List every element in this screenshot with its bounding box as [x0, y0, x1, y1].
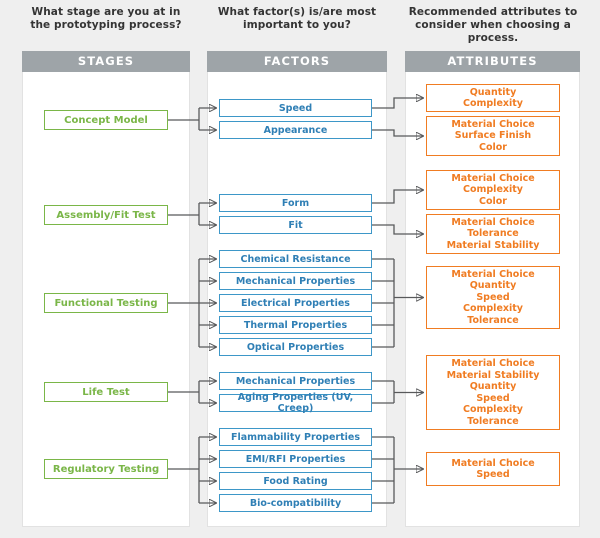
stage-box-4[interactable]: Regulatory Testing [44, 459, 168, 479]
stage-box-1-label: Assembly/Fit Test [56, 209, 156, 221]
header-attributes: ATTRIBUTES [405, 51, 580, 72]
factor-box-0[interactable]: Speed [219, 99, 372, 117]
factor-box-13-label: Food Rating [263, 475, 328, 487]
column-question-factors: What factor(s) is/are most important to … [217, 6, 377, 31]
factor-box-11[interactable]: Flammability Properties [219, 428, 372, 446]
stage-box-0[interactable]: Concept Model [44, 110, 168, 130]
factor-box-6[interactable]: Electrical Properties [219, 294, 372, 312]
factor-box-12-label: EMI/RFI Properties [245, 453, 346, 465]
factor-box-5[interactable]: Mechanical Properties [219, 272, 372, 290]
factor-box-13[interactable]: Food Rating [219, 472, 372, 490]
stage-box-3-label: Life Test [82, 386, 130, 398]
factor-box-3-label: Fit [288, 219, 303, 231]
factor-box-12[interactable]: EMI/RFI Properties [219, 450, 372, 468]
factor-box-6-label: Electrical Properties [241, 297, 350, 309]
column-question-stages: What stage are you at in the prototyping… [30, 6, 182, 31]
header-stages: STAGES [22, 51, 190, 72]
stage-box-2[interactable]: Functional Testing [44, 293, 168, 313]
factor-box-0-label: Speed [278, 102, 313, 114]
factor-box-1[interactable]: Appearance [219, 121, 372, 139]
factor-box-8[interactable]: Optical Properties [219, 338, 372, 356]
factor-box-5-label: Mechanical Properties [235, 275, 356, 287]
factor-box-4-label: Chemical Resistance [240, 253, 351, 265]
factor-box-3[interactable]: Fit [219, 216, 372, 234]
factor-box-10[interactable]: Aging Properties (UV, Creep) [219, 392, 372, 414]
factor-box-9[interactable]: Mechanical Properties [219, 372, 372, 390]
stage-box-2-label: Functional Testing [54, 297, 158, 309]
factor-box-7[interactable]: Thermal Properties [219, 316, 372, 334]
factor-box-10-label: Aging Properties (UV, Creep) [237, 392, 354, 414]
header-factors: FACTORS [207, 51, 387, 72]
factor-box-2[interactable]: Form [219, 194, 372, 212]
factor-box-14-label: Bio-compatibility [249, 497, 342, 509]
stage-box-4-label: Regulatory Testing [52, 463, 160, 475]
factor-box-4[interactable]: Chemical Resistance [219, 250, 372, 268]
stage-box-0-label: Concept Model [64, 114, 148, 126]
stage-box-1[interactable]: Assembly/Fit Test [44, 205, 168, 225]
factor-box-9-label: Mechanical Properties [235, 375, 356, 387]
factor-box-2-label: Form [281, 197, 310, 209]
factor-box-1-label: Appearance [263, 124, 328, 136]
factor-box-11-label: Flammability Properties [231, 431, 360, 443]
factor-box-14[interactable]: Bio-compatibility [219, 494, 372, 512]
stage-box-3[interactable]: Life Test [44, 382, 168, 402]
factor-box-8-label: Optical Properties [246, 341, 345, 353]
column-question-attributes: Recommended attributes to consider when … [408, 6, 578, 44]
factor-box-7-label: Thermal Properties [243, 319, 348, 331]
